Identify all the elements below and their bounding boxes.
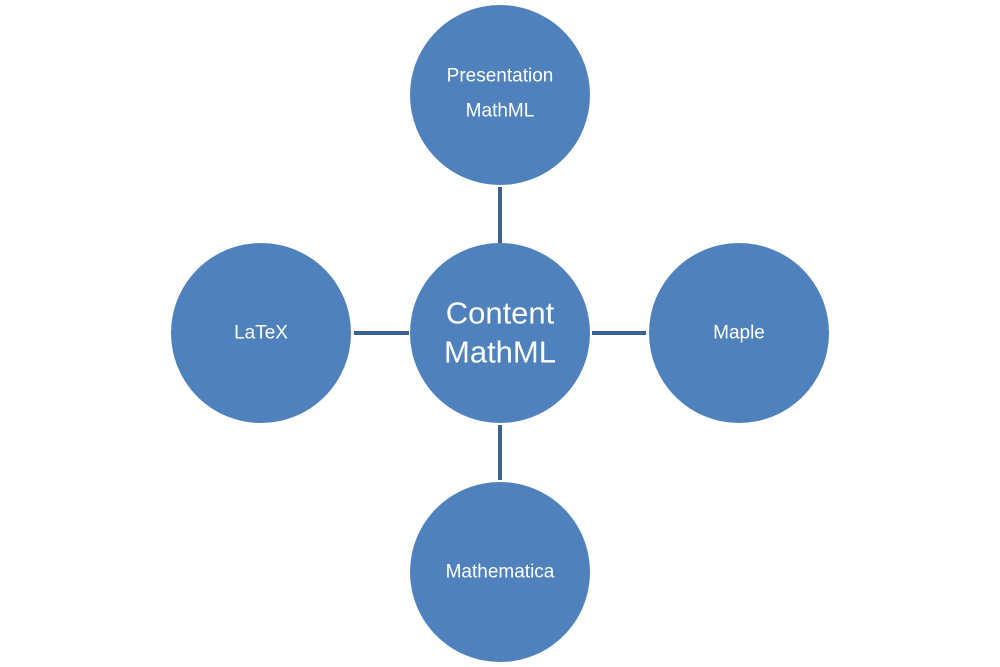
node-presentation-mathml-line-2: MathML <box>466 101 535 122</box>
node-latex-label: LaTeX <box>234 323 288 344</box>
node-content-mathml-line-2: MathML <box>444 335 556 370</box>
node-maple: Maple <box>649 243 829 423</box>
node-content-mathml-line-1: Content <box>446 296 555 331</box>
node-presentation-mathml-line-1: Presentation <box>447 66 554 87</box>
node-latex: LaTeX <box>171 243 351 423</box>
node-maple-label: Maple <box>713 323 765 344</box>
node-content-mathml: Content MathML <box>410 243 590 423</box>
node-mathematica-label: Mathematica <box>446 562 555 583</box>
node-mathematica: Mathematica <box>410 482 590 662</box>
node-presentation-mathml: Presentation MathML <box>410 5 590 185</box>
